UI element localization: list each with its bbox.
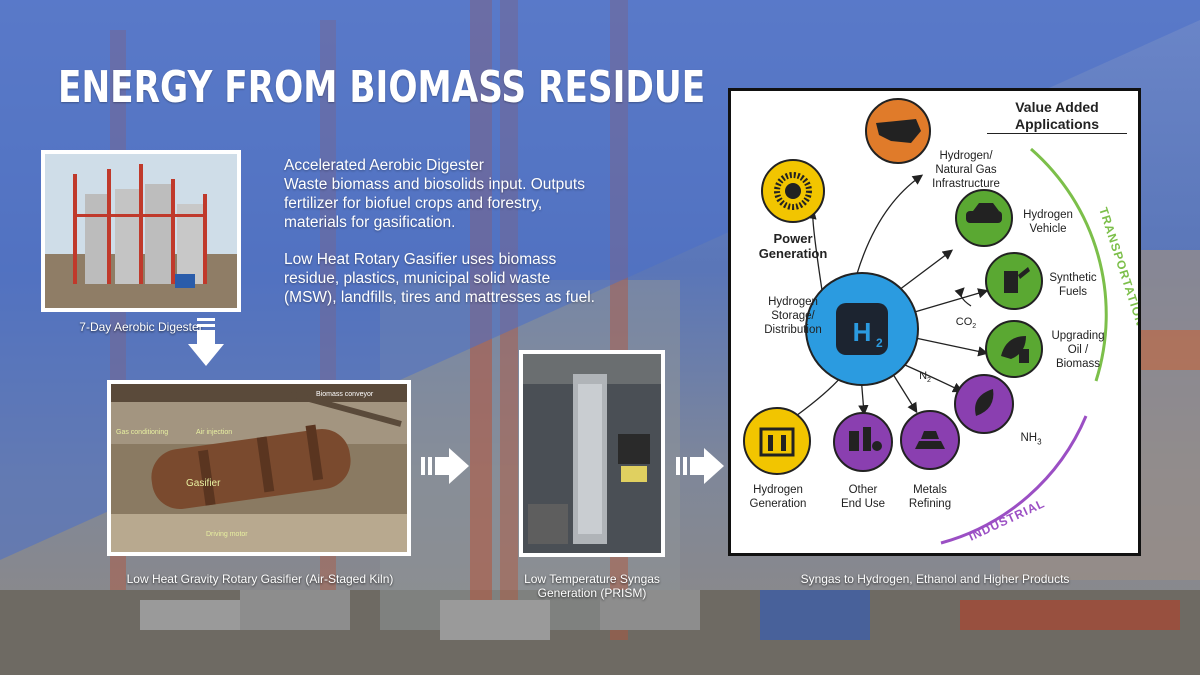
prism-photo	[519, 350, 665, 557]
gasifier-label: Gasifier	[186, 478, 221, 489]
gasifier-caption: Low Heat Gravity Rotary Gasifier (Air-St…	[126, 572, 394, 586]
page-title: ENERGY FROM BIOMASS RESIDUE	[58, 62, 706, 113]
digester-photo	[41, 150, 241, 312]
prism-caption: Low Temperature Syngas Generation (PRISM…	[524, 572, 660, 600]
value-added-diagram: TRANSPORTATION INDUSTRIAL H 2	[728, 88, 1141, 556]
h2-text: H	[853, 317, 872, 347]
digester-text: Waste biomass and biosolids input. Outpu…	[284, 176, 585, 231]
biomass-conveyor-label: Biomass conveyor	[316, 391, 374, 398]
h2-sub: 2	[876, 336, 883, 350]
nh3-label: NH3	[1020, 432, 1042, 447]
diagram-heading-line2: Applications	[1014, 116, 1099, 132]
digester-caption: 7-Day Aerobic Digester	[79, 320, 203, 334]
arrow-down-icon	[188, 318, 224, 366]
gasifier-text: uses biomass residue, plastics, municipa…	[284, 251, 595, 306]
industrial-label: INDUSTRIAL	[966, 496, 1047, 544]
gasifier-heading: Low Heat Rotary Gasifier	[284, 251, 458, 268]
n2-label: N2	[919, 370, 931, 385]
gas-conditioning-label: Gas conditioning	[116, 429, 168, 436]
diagram-heading-line1: Value Added	[1015, 99, 1099, 115]
arrow-right-icon	[421, 448, 469, 484]
metals-circle	[900, 410, 960, 470]
driving-motor-label: Driving motor	[206, 531, 248, 538]
arrow-to-metals	[890, 370, 918, 414]
diagram-caption: Syngas to Hydrogen, Ethanol and Higher P…	[800, 572, 1070, 586]
hydrogen-generation-circle	[743, 407, 811, 475]
air-injection-label: Air injection	[196, 429, 232, 436]
arrow-to-upgrading	[905, 335, 989, 357]
gasifier-photo: Gas conditioning Air injection Biomass c…	[107, 380, 411, 556]
co2-label: CO2	[955, 316, 977, 331]
digester-heading: Accelerated Aerobic Digester	[284, 157, 484, 174]
arrow-right-icon	[676, 448, 724, 484]
